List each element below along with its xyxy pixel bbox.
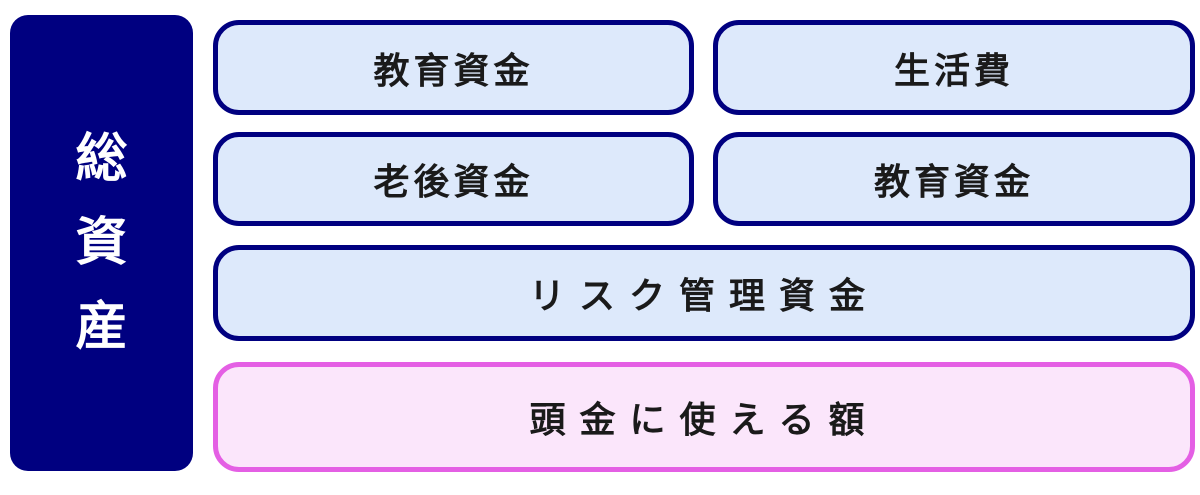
risk-management-fund-label: リスク管理資金: [528, 276, 879, 317]
retirement-fund-box: 老後資金: [213, 132, 694, 226]
education-fund-label: 教育資金: [373, 50, 534, 92]
total-assets-char-2: 資: [75, 213, 128, 273]
down-payment-box: 頭金に使える額: [213, 362, 1195, 472]
living-expenses-label: 生活費: [893, 50, 1014, 92]
down-payment-label: 頭金に使える額: [529, 400, 879, 441]
total-assets-label: 総 資 産: [10, 15, 193, 471]
education-fund-label-2: 教育資金: [873, 162, 1034, 203]
education-fund-box: 教育資金: [213, 20, 694, 115]
risk-management-fund-box: リスク管理資金: [213, 245, 1195, 341]
education-fund-box-2: 教育資金: [713, 132, 1195, 226]
retirement-fund-label: 老後資金: [373, 162, 534, 203]
total-assets-char-1: 総: [75, 129, 128, 189]
total-assets-char-3: 産: [75, 297, 128, 357]
living-expenses-box: 生活費: [713, 20, 1195, 115]
